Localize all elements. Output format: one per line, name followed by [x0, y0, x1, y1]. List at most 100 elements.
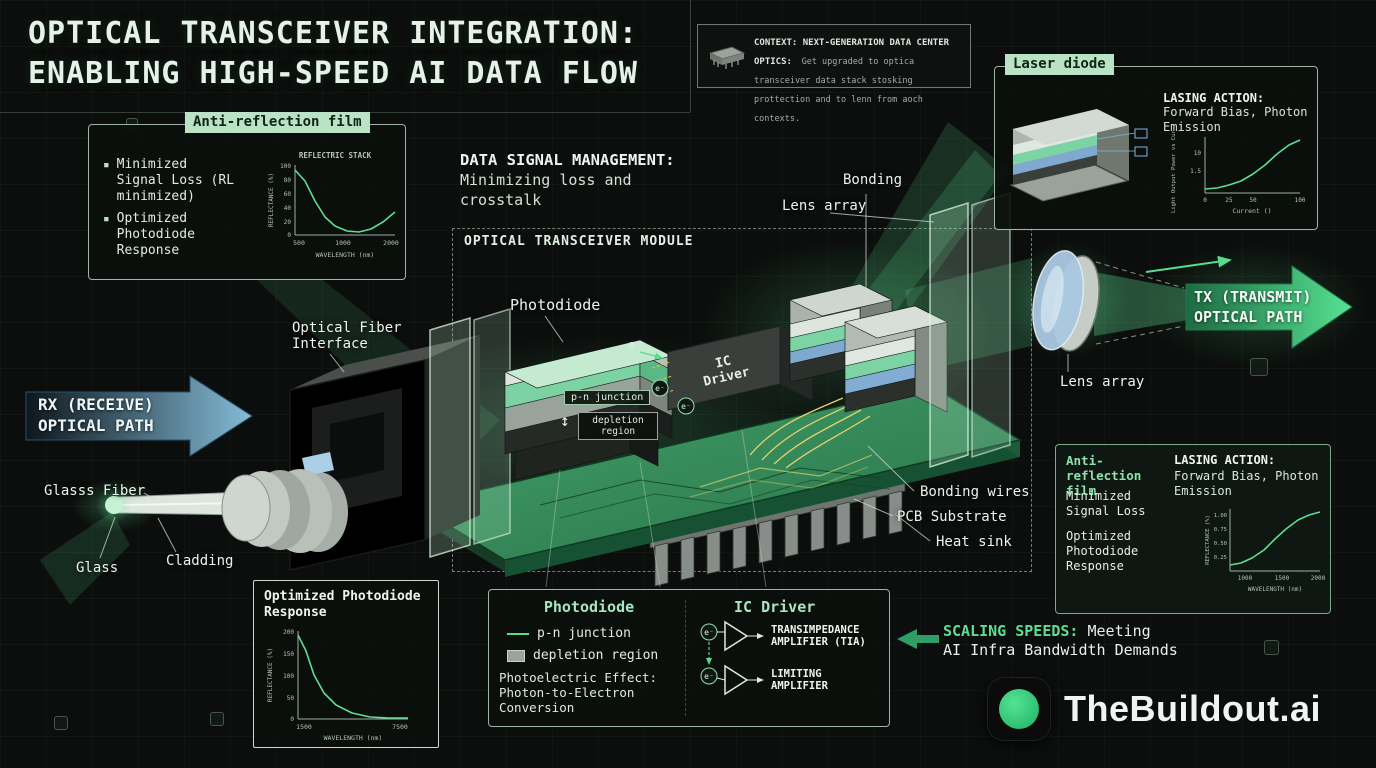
glass-label: Glass	[76, 560, 119, 576]
rp-ylabel: REFLECTANCE (%)	[1205, 515, 1211, 565]
lasing-action-title: LASING ACTION:	[1163, 91, 1265, 105]
layer-callout-1	[1134, 128, 1148, 139]
rp-xlabel: WAVELENGTH (nm)	[1248, 586, 1302, 593]
scaling-line1: SCALING SPEEDS: Meeting	[943, 622, 1178, 641]
glass-fiber-label: Glasss Fiber	[44, 483, 146, 499]
right-panel-item1: Minimized Signal Loss	[1066, 489, 1146, 518]
right-panel-curve	[1229, 511, 1321, 566]
limiting-label-line2: AMPLIFIER	[771, 680, 829, 692]
detail-panel-divider	[685, 600, 686, 716]
rp-ytick: 0.50	[1214, 541, 1227, 547]
scaling-line2: AI Infra Bandwidth Demands	[943, 641, 1178, 659]
right-panel-title: Anti-reflection film	[1066, 453, 1142, 498]
pcb-board	[413, 384, 1022, 577]
ar-bullet-2-text: Optimized Photodiode Response	[116, 211, 195, 258]
data-signal-management: DATA SIGNAL MANAGEMENT: Minimizing loss …	[460, 150, 675, 210]
tx-funnel-dashes	[1095, 261, 1185, 345]
page-title: OPTICAL TRANSCEIVER INTEGRATION: ENABLIN…	[28, 14, 638, 94]
ar-xlabel: WAVELENGTH (nm)	[316, 251, 375, 259]
response-chart: 200 150 100 50 0 1500 7500 WAVELENGTH (n…	[267, 629, 408, 742]
legend-pn-label: p-n junction	[537, 626, 631, 641]
rp-xtick: 1000	[1238, 575, 1253, 582]
laser-ylabel: Light Output Power vs Current	[1171, 131, 1177, 213]
resp-xtick: 1500	[296, 723, 312, 731]
lens-array-top-label: Lens array	[782, 198, 867, 214]
anti-reflection-panel: Anti-reflection film ▪ Minimized Signal …	[88, 112, 406, 280]
laser-diode-stack	[789, 283, 948, 413]
right-lasing-title: LASING ACTION:	[1174, 453, 1276, 467]
laser-xtick-1: 25	[1225, 197, 1233, 204]
brand-logo-dot-icon	[999, 689, 1039, 729]
ar-ytick: 60	[284, 191, 292, 198]
legend-depletion-label: depletion region	[533, 648, 659, 663]
tia-label-line1: TRANSIMPEDANCE	[771, 624, 860, 636]
laser-li-curve	[1204, 139, 1301, 190]
ar-chart-title: REFLECTRIC STACK	[299, 151, 372, 160]
depletion-measure-arrow-icon: ↕	[560, 411, 570, 430]
laser-stack-thumbnail	[1009, 109, 1148, 202]
electron-label-low: e⁻	[681, 402, 691, 411]
pn-junction-tag: p-n junction	[564, 390, 651, 405]
ic-driver-line1: IC	[714, 354, 733, 372]
resp-ytick: 50	[287, 695, 295, 702]
resp-ylabel: REFLECTANCE (%)	[267, 648, 274, 702]
ar-xtick: 500	[293, 239, 305, 247]
ar-bullet-1-text: Minimized Signal Loss (RL minimized)	[116, 157, 235, 204]
tx-line2: OPTICAL PATH	[1194, 308, 1303, 326]
tx-arrow	[1145, 255, 1353, 349]
ar-chart: REFLECTRIC STACK 100 80 60 40 20 0 500 1…	[268, 151, 399, 259]
amp-electron-1: e⁻	[704, 628, 714, 637]
depletion-swatch-icon	[507, 649, 525, 662]
laser-diode-panel: Laser diode LASING ACTION: Forward Bias,…	[994, 54, 1318, 230]
rx-line2: OPTICAL PATH	[38, 416, 154, 435]
ar-ytick: 20	[284, 219, 292, 226]
legend-pn-junction: p-n junction	[507, 626, 658, 641]
rx-line1: RX (RECEIVE)	[38, 395, 154, 414]
ar-ytick: 80	[284, 177, 292, 184]
detail-ic-driver-title: IC Driver	[734, 598, 816, 616]
limiting-amp-icon	[724, 664, 749, 696]
rx-arrow	[25, 375, 253, 457]
ar-ylabel: REFLECTANCE (%)	[268, 173, 275, 227]
resp-ytick: 150	[283, 651, 294, 658]
lens-array-left	[429, 307, 511, 559]
heat-sink-label: Heat sink	[936, 534, 1012, 550]
depletion-region-tag: depletion region	[578, 412, 658, 440]
legend-depletion: depletion region	[507, 648, 658, 663]
pcb-substrate-label: PCB Substrate	[897, 509, 1007, 525]
anti-reflection-panel-label: Anti-reflection film	[185, 112, 370, 133]
tx-line1: TX (TRANSMIT)	[1194, 288, 1312, 306]
rp-ytick: 1.00	[1214, 513, 1227, 519]
rp-xtick: 2000	[1311, 575, 1326, 582]
ar-curve	[294, 169, 396, 233]
detail-photodiode-title: Photodiode	[543, 598, 635, 616]
tia-label-line2: AMPLIFIER (TIA)	[771, 636, 866, 648]
bond-wires	[651, 361, 871, 469]
signal-mgmt-title: DATA SIGNAL MANAGEMENT:	[460, 151, 675, 169]
header-divider-vertical	[690, 0, 691, 112]
ar-ytick: 40	[284, 205, 292, 212]
response-panel: Optimized Photodiode Response 200 150 10…	[253, 580, 439, 748]
registration-marker	[54, 716, 68, 730]
bullet-square-icon: ▪	[103, 212, 110, 225]
ar-bullet-2: ▪ Optimized Photodiode Response	[103, 211, 235, 259]
context-heading: CONTEXT: NEXT-GENERATION DATA CENTER OPT…	[754, 38, 950, 67]
electron-markers: e⁻ e⁻ e⁻	[628, 338, 695, 415]
bonding-wires-label: Bonding wires	[920, 484, 1030, 500]
ar-bullet-1: ▪ Minimized Signal Loss (RL minimized)	[103, 157, 235, 205]
electron-traces	[651, 361, 675, 397]
scaling-rest: Meeting	[1078, 622, 1151, 640]
rp-xtick: 1500	[1275, 575, 1290, 582]
lens-array-right-label: Lens array	[1060, 374, 1145, 390]
resp-ytick: 100	[283, 673, 294, 680]
electron-label-top: e⁻	[628, 338, 641, 351]
right-panel-item2: Optimized Photodiode Response	[1066, 529, 1139, 573]
bullet-square-icon: ▪	[103, 158, 110, 171]
laser-xtick-0: 0	[1203, 197, 1207, 204]
layer-callout-2	[1134, 146, 1148, 157]
amplifier-schematic: e⁻ e⁻ TRANSIMPEDANCE AMPLIFIER (TIA) LIM…	[700, 620, 866, 696]
resp-xtick: 7500	[392, 723, 408, 731]
rx-path-label: RX (RECEIVE) OPTICAL PATH	[38, 394, 154, 436]
right-summary-panel: Anti-reflection film Minimized Signal Lo…	[1055, 444, 1331, 614]
chip-icon	[708, 46, 746, 69]
